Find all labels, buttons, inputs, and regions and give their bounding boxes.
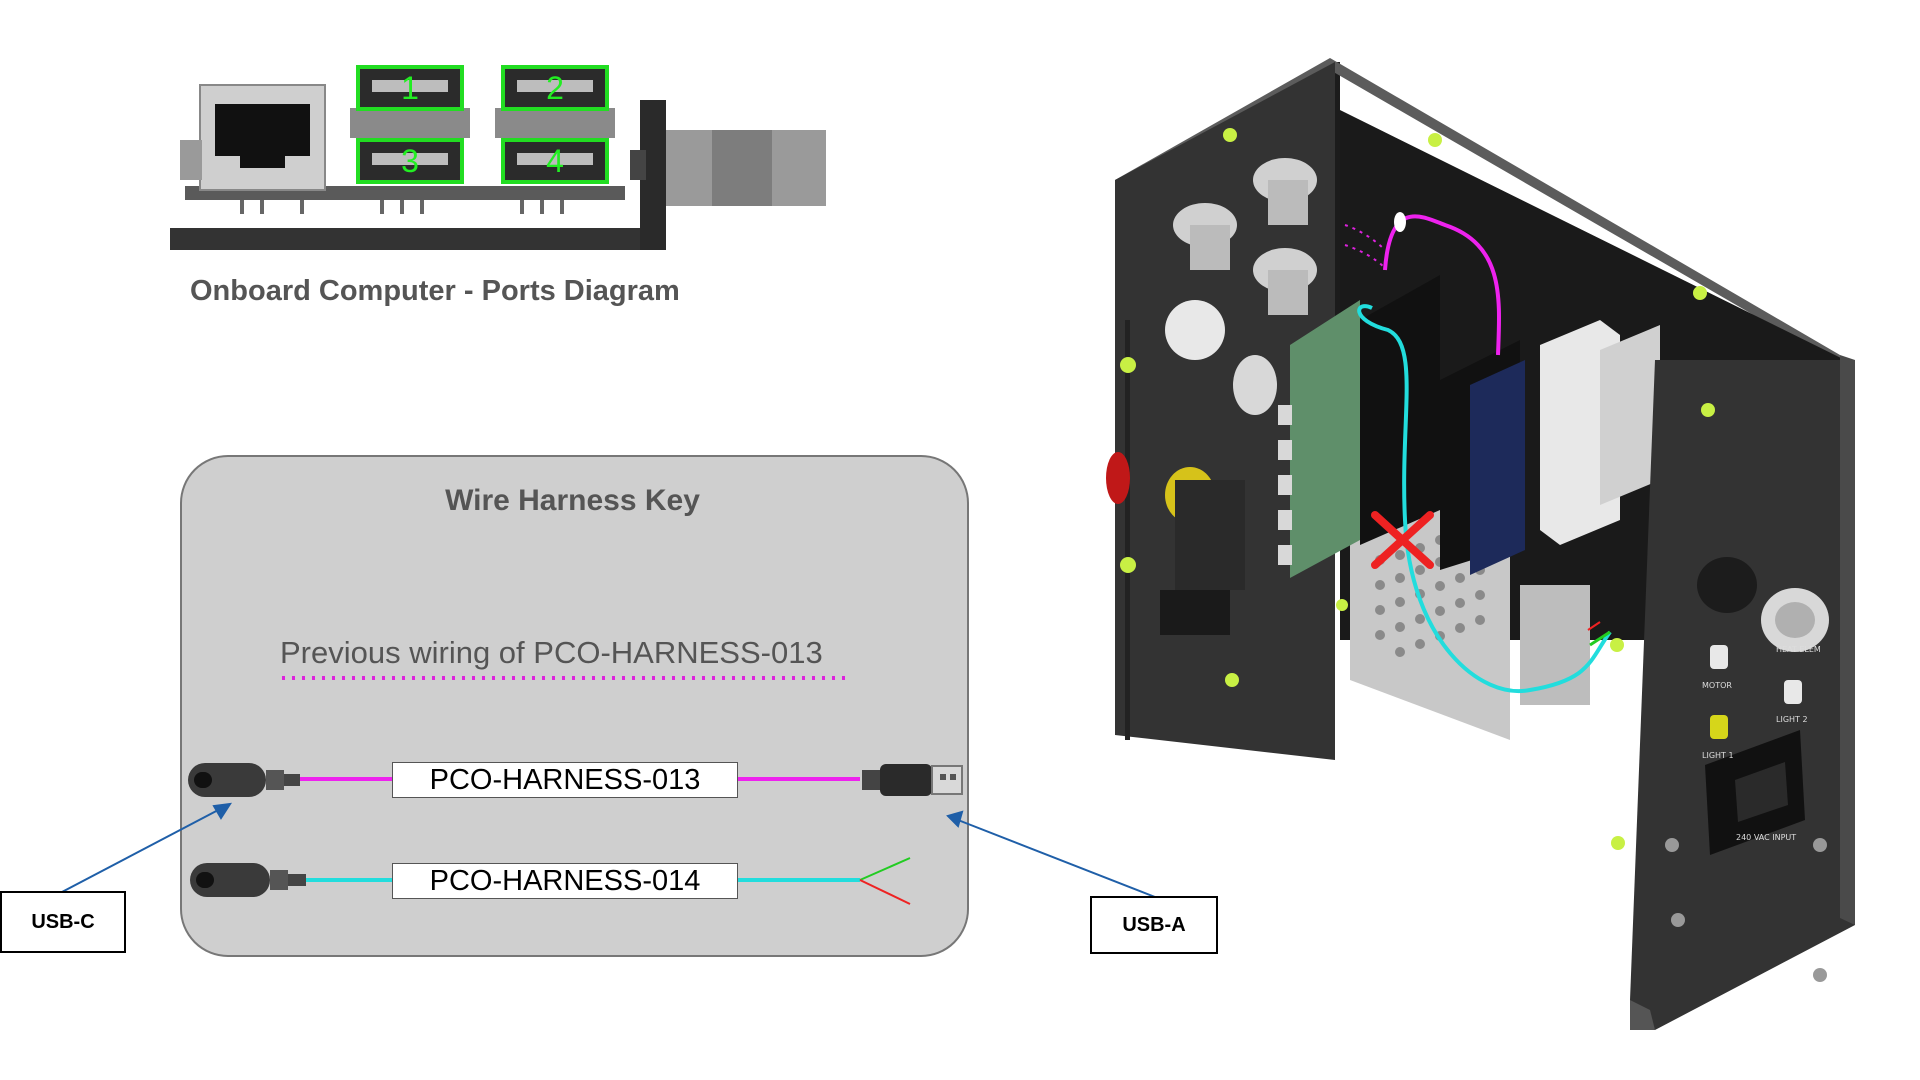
usb-a-callout-arrow — [957, 819, 1156, 898]
previous-wiring-label: Previous wiring of PCO-HARNESS-013 — [280, 635, 823, 670]
port-number-2: 2 — [546, 70, 564, 106]
panel-label-motor: MOTOR — [1702, 681, 1732, 690]
usb-a-callout: USB-A — [1090, 896, 1218, 954]
port-number-4: 4 — [546, 143, 564, 179]
wire-harness-key-title: Wire Harness Key — [445, 484, 700, 517]
wire-harness-key-graphics — [61, 676, 1156, 905]
panel-label-heat-elem: HEAT ELEM — [1776, 645, 1821, 654]
usb-a-connector-icon — [862, 764, 963, 796]
port-number-3: 3 — [401, 143, 419, 179]
usb-c-callout: USB-C — [0, 891, 126, 953]
harness-014-red-lead — [859, 879, 911, 905]
enclosure-illustration: MOTOR HEAT ELEM LIGHT 1 LIGHT 2 240 VAC … — [1106, 58, 1855, 1030]
port-number-1: 1 — [401, 70, 419, 106]
panel-label-240-vac-input: 240 VAC INPUT — [1736, 833, 1796, 842]
usb-c-callout-arrow — [61, 807, 223, 893]
ports-diagram-caption: Onboard Computer - Ports Diagram — [190, 275, 680, 307]
panel-label-light-2: LIGHT 2 — [1776, 715, 1808, 724]
harness-014-label: PCO-HARNESS-014 — [392, 863, 738, 899]
usb-c-connector-icon — [190, 863, 306, 897]
removed-connection-x-icon — [1371, 511, 1434, 569]
harness-013-label: PCO-HARNESS-013 — [392, 762, 738, 798]
usb-c-connector-icon — [188, 763, 300, 797]
harness-014-green-lead — [859, 857, 911, 881]
panel-label-light-1: LIGHT 1 — [1702, 751, 1734, 760]
onboard-computer-ports-illustration: 1 2 3 4 — [170, 65, 826, 250]
